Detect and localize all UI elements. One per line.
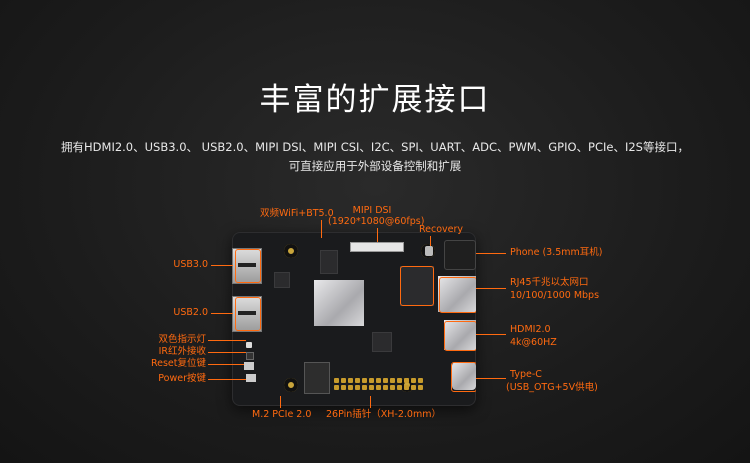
label-m2: M.2 PCIe 2.0 xyxy=(252,409,312,420)
label-wifi: 双频WiFi+BT5.0 xyxy=(260,208,334,219)
small-chip xyxy=(274,272,290,288)
label-26pin: 26Pin插针（XH-2.0mm） xyxy=(326,409,441,420)
leader-line xyxy=(211,265,233,266)
reset-button xyxy=(244,362,254,370)
description-line-1: 拥有HDMI2.0、USB3.0、 USB2.0、MIPI DSI、MIPI C… xyxy=(61,140,689,154)
soc-chip xyxy=(314,280,364,326)
label-reset: Reset复位键 xyxy=(150,358,206,369)
leader-line xyxy=(208,352,246,353)
mounting-hole xyxy=(284,244,298,258)
rj45-port xyxy=(438,276,476,312)
leader-line xyxy=(370,396,371,408)
label-recovery: Recovery xyxy=(419,224,464,235)
label-hdmi: HDMI2.0 xyxy=(510,324,551,335)
highlight-usb3 xyxy=(235,249,261,283)
highlight-hdmi xyxy=(444,321,476,351)
leader-line xyxy=(476,334,506,335)
label-power: Power按键 xyxy=(158,373,206,384)
highlight-rj45 xyxy=(439,277,476,313)
label-typec-desc: (USB_OTG+5V供电) xyxy=(506,382,598,393)
mounting-hole xyxy=(284,378,298,392)
pin-header-row xyxy=(334,378,423,383)
leader-line xyxy=(280,396,281,408)
label-hdmi-res: 4k@60HZ xyxy=(510,337,557,348)
label-mipi-dsi-res: (1920*1080@60fps) xyxy=(328,216,425,227)
leader-line xyxy=(476,253,506,254)
pmic-chip xyxy=(372,332,392,352)
leader-line xyxy=(377,228,378,242)
highlight-usb2 xyxy=(235,297,261,331)
leader-line xyxy=(476,288,506,289)
description-line-2: 可直接应用于外部设备控制和扩展 xyxy=(288,159,462,173)
page-title: 丰富的扩展接口 xyxy=(259,82,491,118)
label-usb2: USB2.0 xyxy=(173,307,208,318)
recovery-button xyxy=(425,246,433,256)
ir-receiver xyxy=(246,352,254,360)
hdmi-port xyxy=(444,320,476,350)
power-button xyxy=(246,374,256,382)
label-phone: Phone (3.5mm耳机) xyxy=(510,247,603,258)
usb3-port xyxy=(232,248,262,284)
wifi-module xyxy=(320,250,338,274)
label-rj45: RJ45千兆以太网口 xyxy=(510,277,589,288)
leader-line xyxy=(208,340,246,341)
leader-line xyxy=(208,364,244,365)
label-mipi-dsi: MIPI DSI xyxy=(352,205,392,216)
label-ir: IR红外接收 xyxy=(158,346,206,357)
highlight-typec xyxy=(451,362,476,392)
leader-line xyxy=(476,378,506,379)
leader-line xyxy=(321,220,322,238)
typec-port xyxy=(452,362,476,390)
leader-line xyxy=(208,379,246,380)
m2-slot xyxy=(304,362,330,394)
label-led: 双色指示灯 xyxy=(158,334,206,345)
pin-header-row xyxy=(334,385,423,390)
usb2-port xyxy=(232,296,262,332)
label-typec: Type-C xyxy=(510,369,542,380)
leader-line xyxy=(211,313,233,314)
label-rj45-speed: 10/100/1000 Mbps xyxy=(510,290,600,301)
phone-jack xyxy=(444,240,476,270)
label-usb3: USB3.0 xyxy=(173,259,208,270)
board-image xyxy=(232,232,476,406)
highlight-module xyxy=(400,266,434,306)
led-indicator xyxy=(246,342,252,348)
mipi-dsi-connector xyxy=(350,242,404,252)
leader-line xyxy=(430,236,431,246)
